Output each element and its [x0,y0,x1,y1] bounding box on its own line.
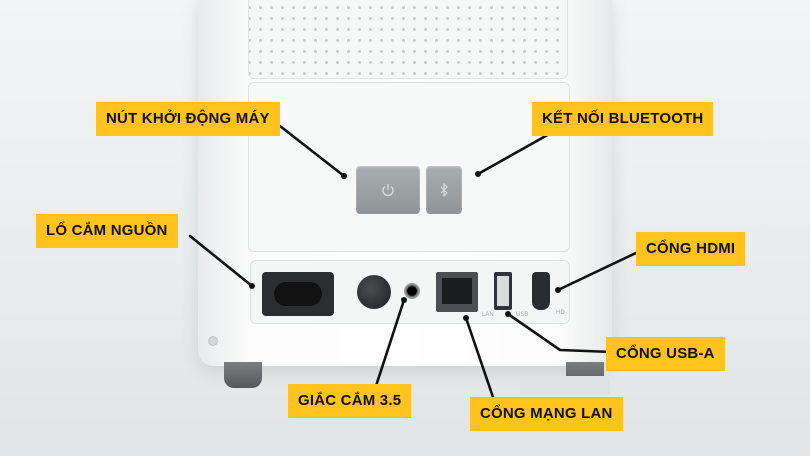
power-icon [382,184,394,197]
lan-port-text: LAN [482,312,494,318]
leader-line-audio-jack [374,298,406,388]
label-power-button: NÚT KHỞI ĐỘNG MÁY [96,102,280,136]
leader-line-hdmi [556,250,640,292]
audio-jack [404,283,420,299]
label-hdmi: CỔNG HDMI [636,232,746,266]
round-port [357,275,391,309]
power-button [356,166,420,214]
device-foot [224,362,262,388]
hdmi-port [532,272,550,310]
usb-port-text: USB [516,312,529,318]
label-audio-jack: GIẮC CẮM 3.5 [288,384,412,418]
lan-port [436,272,478,312]
label-usb-a: CỔNG USB-A [606,337,725,371]
leader-line-usb-a [506,312,614,354]
speaker-grille [248,0,568,79]
label-bluetooth: KẾT NỐI BLUETOOTH [532,102,714,136]
power-socket [262,272,334,316]
bluetooth-button [426,166,462,214]
screw [208,336,218,346]
leader-line-power-socket [188,234,254,288]
leader-line-lan [464,316,496,402]
leader-line-power-button [278,124,346,178]
usb-a-port [494,272,512,310]
hdmi-port-text: HD [556,310,565,316]
bluetooth-icon [440,183,448,197]
label-power-socket: LỔ CẮM NGUỒN [36,214,178,248]
label-lan: CỔNG MẠNG LAN [470,397,623,431]
base-block [520,376,610,394]
